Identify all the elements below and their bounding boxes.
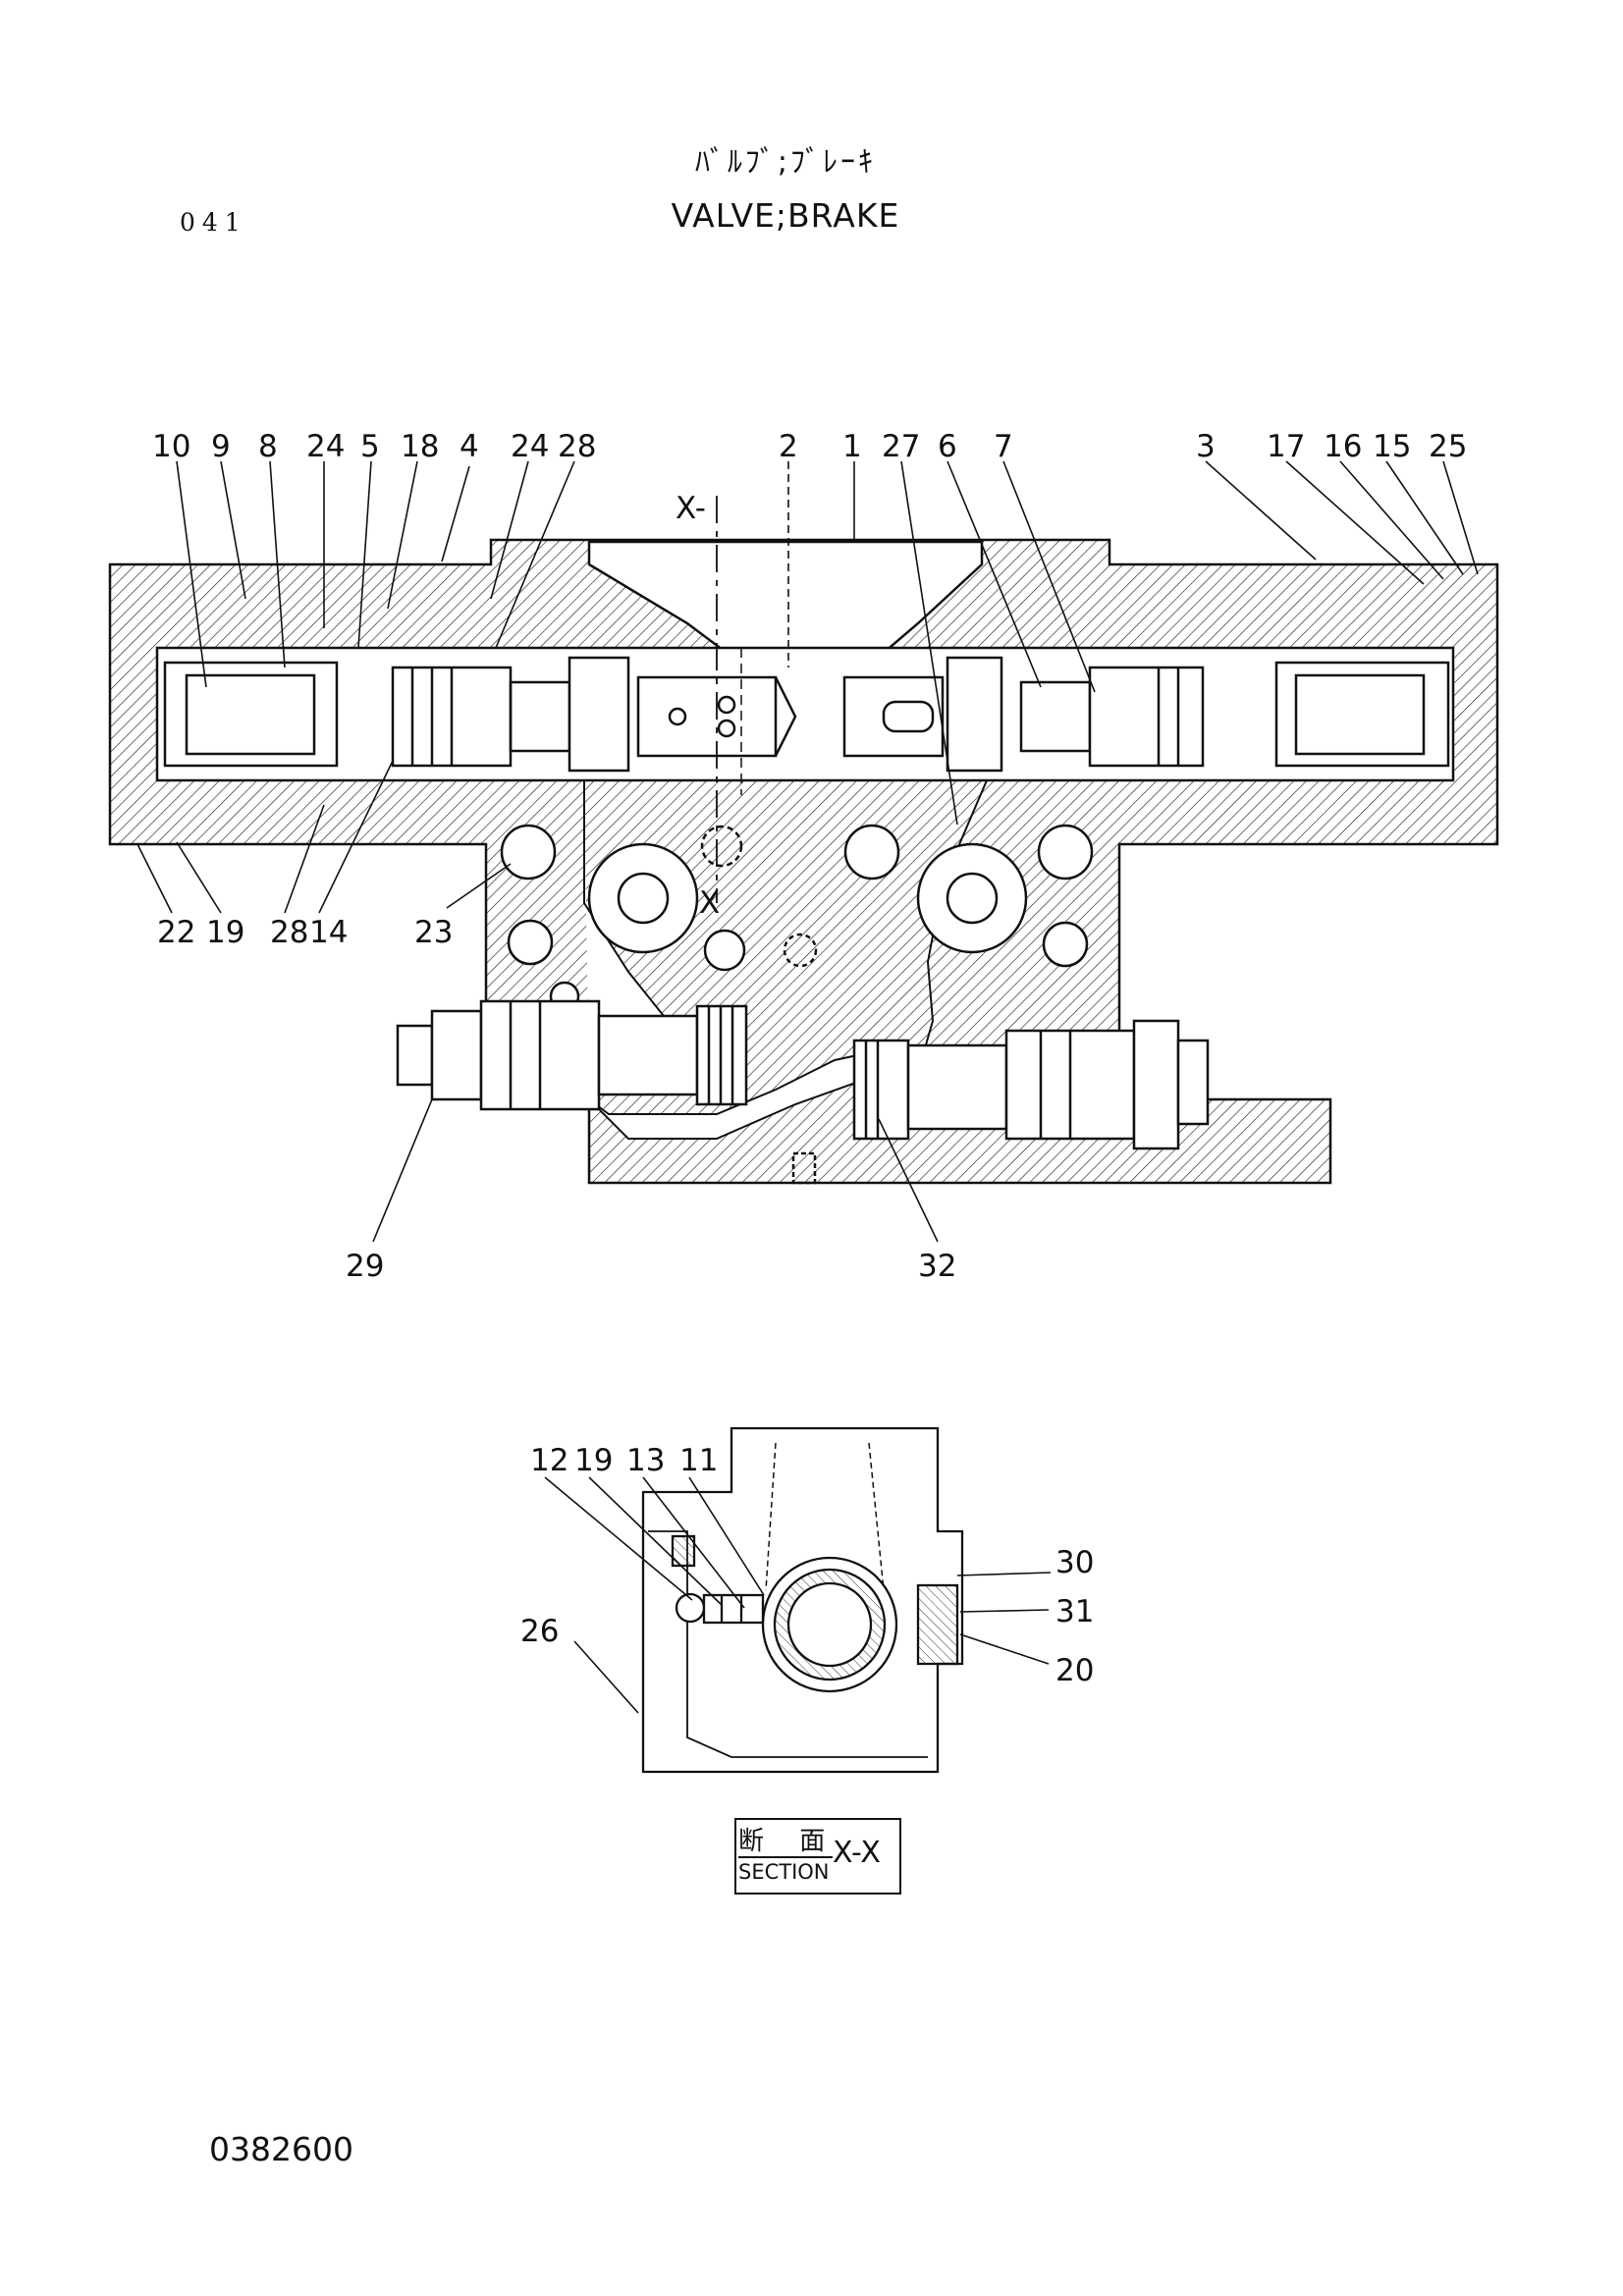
section-mark-x-lower: X bbox=[699, 885, 720, 921]
section-mark-x: X- bbox=[676, 491, 706, 526]
callout-7: 7 bbox=[994, 429, 1013, 464]
section-label-id: X-X bbox=[833, 1836, 881, 1870]
right-piston bbox=[1274, 661, 1450, 768]
right-relief-valve bbox=[852, 1019, 1210, 1150]
callout-28b: 28 bbox=[270, 915, 308, 950]
callout-19-section: 19 bbox=[574, 1443, 613, 1478]
callout-3: 3 bbox=[1196, 429, 1216, 464]
callout-32: 32 bbox=[918, 1249, 956, 1284]
left-relief-valve bbox=[396, 999, 748, 1111]
drawing-code: 0382600 bbox=[209, 2130, 353, 2168]
callout-23: 23 bbox=[414, 915, 453, 950]
callout-8: 8 bbox=[258, 429, 278, 464]
callout-19: 19 bbox=[206, 915, 244, 950]
callout-11: 11 bbox=[679, 1443, 718, 1478]
right-spool bbox=[842, 656, 1205, 773]
callouts-main: 10 9 8 24 5 18 4 24 28 2 1 27 6 7 3 17 1… bbox=[152, 429, 1467, 1284]
callout-29: 29 bbox=[346, 1249, 384, 1284]
callout-30: 30 bbox=[1055, 1545, 1094, 1580]
section-view bbox=[641, 1426, 964, 1774]
spool-bore bbox=[155, 646, 1455, 782]
callout-9: 9 bbox=[211, 429, 231, 464]
section-label-english: SECTION bbox=[738, 1856, 833, 1884]
callout-5: 5 bbox=[360, 429, 380, 464]
callout-13: 13 bbox=[626, 1443, 665, 1478]
callout-22: 22 bbox=[157, 915, 195, 950]
page-number: 041 bbox=[180, 208, 247, 237]
callout-1: 1 bbox=[842, 429, 862, 464]
callout-15: 15 bbox=[1373, 429, 1411, 464]
callout-14: 14 bbox=[309, 915, 348, 950]
callout-25: 25 bbox=[1429, 429, 1467, 464]
left-spool bbox=[391, 656, 797, 773]
callout-4: 4 bbox=[460, 429, 479, 464]
section-label-box bbox=[734, 1818, 901, 1895]
callouts-section: 12 19 13 11 30 31 20 26 bbox=[520, 1443, 1094, 1688]
callout-24: 24 bbox=[306, 429, 345, 464]
callout-26: 26 bbox=[520, 1614, 559, 1649]
callout-20: 20 bbox=[1055, 1653, 1094, 1688]
port-circle bbox=[500, 824, 557, 881]
callout-6: 6 bbox=[938, 429, 957, 464]
callout-16: 16 bbox=[1324, 429, 1362, 464]
callout-18: 18 bbox=[401, 429, 439, 464]
callout-12: 12 bbox=[530, 1443, 568, 1478]
callout-31: 31 bbox=[1055, 1594, 1094, 1629]
callout-10: 10 bbox=[152, 429, 190, 464]
section-label-japanese: 断 面 bbox=[738, 1827, 839, 1856]
title-english: VALVE;BRAKE bbox=[671, 196, 900, 235]
callout-24b: 24 bbox=[511, 429, 549, 464]
callout-27: 27 bbox=[882, 429, 920, 464]
leader-lines bbox=[136, 460, 1479, 1243]
title-japanese: ﾊﾞﾙﾌﾞ;ﾌﾞﾚｰｷ bbox=[694, 145, 877, 180]
callout-28: 28 bbox=[558, 429, 596, 464]
section-leader-lines bbox=[544, 1476, 1052, 1714]
callout-2: 2 bbox=[779, 429, 798, 464]
main-view bbox=[108, 496, 1499, 1185]
callout-17: 17 bbox=[1267, 429, 1305, 464]
left-piston bbox=[163, 661, 339, 768]
